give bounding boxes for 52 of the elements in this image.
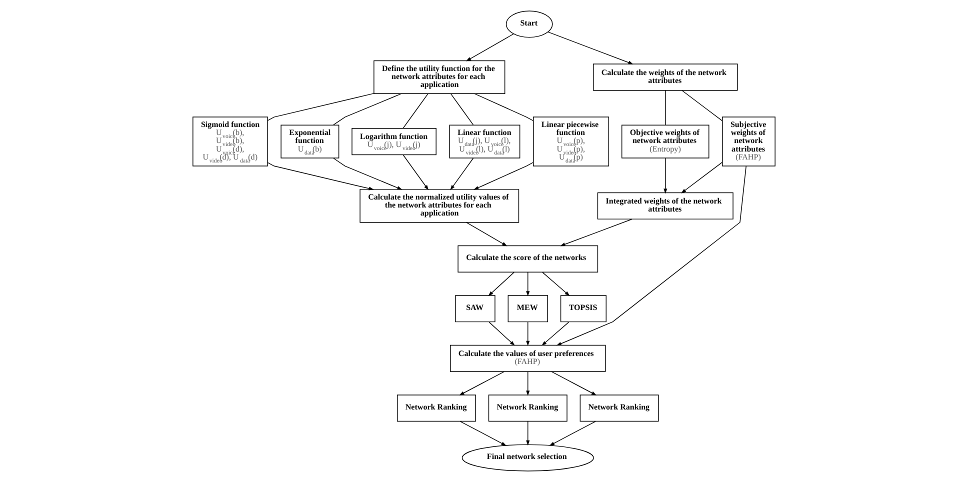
arrow — [450, 158, 474, 190]
node-box: Calculate the score of the networks — [457, 245, 598, 272]
connector — [402, 93, 428, 129]
node-box: Linear function U$_{data}$(j), U$_{voice}$(l), U$_{video}$(l), U$_{data}$(l) — [448, 124, 520, 158]
node-box: Network Ranking — [488, 394, 567, 422]
node-box: Sigmoid function U$_{voice}$(b), U$_{video}$(b), U$_{voice}$(d), U$_{video}$(d), U$_{data}$(d) — [192, 116, 268, 166]
node-box: TOPSIS — [560, 295, 606, 322]
arrow — [550, 371, 596, 396]
arrow — [541, 322, 569, 346]
arrow — [542, 272, 570, 296]
arrow — [459, 421, 506, 446]
connector — [474, 93, 534, 122]
node-box: Subjective weights of network attributes (FAHP) — [722, 116, 775, 166]
connector — [450, 93, 474, 126]
arrow — [402, 154, 428, 190]
connector — [332, 93, 402, 126]
node-box: Logarithm function U$_{voice}$(j), U$_{video}$(j) — [351, 128, 436, 156]
arrow — [465, 34, 514, 62]
arrow — [332, 158, 402, 190]
node-box: Calculate the values of user preferences (FAHP) — [450, 344, 606, 372]
arrow — [488, 322, 514, 346]
node-box: Integrated weights of the network attributes — [596, 192, 733, 220]
arrow — [526, 322, 530, 346]
arrow — [526, 371, 530, 396]
node-box: Linear piecewise function U$_{voice}$(p), U$_{video}$(p), U$_{data}$(p) — [532, 116, 609, 166]
arrow — [473, 162, 534, 190]
node-box: Calculate the normalized utility values of the network attributes for each application — [359, 189, 519, 223]
arrow — [466, 222, 507, 246]
arrow — [560, 218, 632, 246]
node-box: Network Ranking — [396, 394, 476, 422]
node-ellipse: Start — [505, 10, 552, 38]
arrow — [663, 158, 667, 194]
connector — [681, 90, 722, 122]
connector — [266, 93, 374, 121]
arrow — [556, 166, 746, 346]
arrow — [266, 162, 374, 190]
connector — [664, 90, 666, 126]
node-ellipse: Final network selection — [461, 444, 594, 472]
arrow — [526, 421, 530, 446]
node-box: MEW — [507, 295, 548, 322]
node-box: Calculate the weights of the network attributes — [592, 64, 738, 91]
arrow — [548, 421, 596, 446]
node-box: Exponential function U$_{data}$(b) — [280, 124, 339, 158]
node-box: Network Ranking — [579, 394, 658, 422]
arrow — [547, 32, 633, 64]
arrow — [526, 272, 530, 296]
arrow — [458, 371, 504, 396]
arrow — [488, 272, 514, 296]
arrow — [680, 162, 722, 194]
node-box: Objective weights of network attributes (Entropy) — [621, 124, 709, 158]
node-box: SAW — [454, 295, 495, 322]
node-box: Define the utility function for the network attributes for each application — [373, 60, 505, 94]
